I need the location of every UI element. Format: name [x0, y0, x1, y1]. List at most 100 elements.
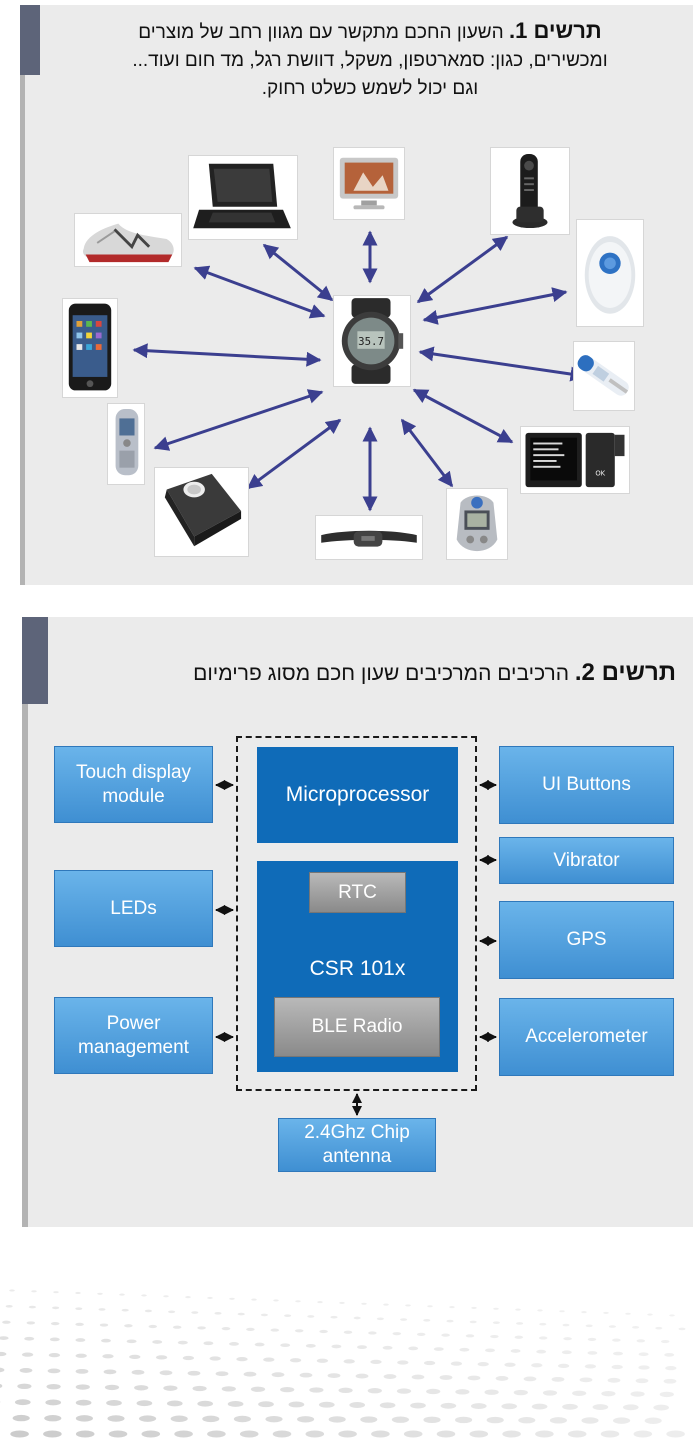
decorative-dot: [678, 1327, 686, 1331]
decorative-dot: [136, 1400, 153, 1407]
decorative-dot: [288, 1401, 305, 1408]
decorative-dot: [465, 1334, 475, 1338]
decorative-dot: [439, 1375, 453, 1380]
decorative-dot: [653, 1404, 670, 1411]
decorative-dot: [5, 1304, 13, 1308]
decorative-dot: [102, 1354, 114, 1359]
decorative-dot: [243, 1371, 257, 1377]
decorative-dot: [318, 1401, 335, 1408]
decorative-dot: [467, 1375, 481, 1381]
csr-101x-label: CSR 101x: [309, 957, 406, 980]
decorative-dot: [655, 1326, 663, 1330]
decorative-dot: [551, 1376, 565, 1382]
decorative-dot: [75, 1353, 87, 1358]
decorative-dot: [141, 1430, 161, 1438]
decorative-dot: [357, 1345, 367, 1349]
decorative-dot: [299, 1372, 313, 1378]
figure2-caption-text: הרכיבים המרכיבים שעון חכם מסוג פרימיום: [193, 662, 575, 685]
decorative-dot: [103, 1369, 117, 1375]
decorative-dot: [237, 1312, 245, 1316]
decorative-dot: [45, 1399, 62, 1406]
decorative-dot: [0, 1367, 5, 1373]
glucose-meter-icon: OK: [520, 426, 630, 494]
decorative-dot: [214, 1312, 222, 1315]
decorative-dot: [504, 1362, 516, 1367]
ui-buttons-block: UI Buttons: [499, 746, 674, 824]
decorative-dot: [469, 1430, 489, 1438]
decorative-dot: [531, 1403, 548, 1410]
decorative-dot: [400, 1318, 408, 1321]
thermometer-icon: [573, 341, 635, 411]
decorative-dot: [215, 1371, 229, 1377]
decorative-dot: [254, 1342, 265, 1347]
decorative-dot: [537, 1309, 543, 1312]
figure2-edge-bar: [22, 704, 28, 1227]
arrow-pedometer: [400, 418, 454, 488]
gps-block: GPS: [499, 901, 674, 979]
decorative-dot: [280, 1343, 291, 1348]
decorative-dot: [367, 1388, 382, 1394]
decorative-dot: [131, 1369, 145, 1375]
decorative-dot: [327, 1373, 341, 1379]
decorative-dot: [572, 1390, 587, 1396]
figure1-edge-bar: [20, 75, 25, 585]
decorative-dot: [305, 1430, 325, 1438]
figure1-accent-bar: [20, 5, 40, 75]
decorative-dot: [423, 1360, 436, 1366]
decorative-dot: [207, 1296, 213, 1299]
decorative-dot: [633, 1430, 653, 1438]
decorative-dot: [28, 1305, 36, 1309]
decorative-dot: [630, 1391, 645, 1397]
laptop-icon: [188, 155, 298, 240]
decorative-dot: [455, 1416, 473, 1424]
decorative-dot: [272, 1430, 292, 1438]
figure1-caption: תרשים 1. השעון החכם מתקשר עם מגוון רחב ש…: [55, 17, 685, 103]
tv-remote-icon: [490, 147, 570, 235]
bathroom-scale-icon: [154, 467, 249, 557]
decorative-dot: [246, 1327, 255, 1331]
decorative-dot: [174, 1430, 193, 1438]
decorative-dot: [317, 1301, 323, 1304]
figure1-caption-line1: תרשים 1. השעון החכם מתקשר עם מגוון רחב ש…: [138, 18, 602, 43]
decorative-dot: [666, 1430, 685, 1438]
decorative-dot: [379, 1402, 396, 1409]
decorative-dot: [260, 1313, 268, 1317]
decorative-dot: [510, 1349, 521, 1353]
arrow-scale: [246, 418, 342, 490]
decorative-dot: [31, 1290, 37, 1293]
decorative-dot: [52, 1306, 60, 1310]
decorative-dot: [12, 1414, 30, 1422]
decorative-dot: [26, 1321, 36, 1325]
decorative-dot: [562, 1403, 578, 1410]
decorative-dot: [21, 1352, 34, 1357]
decorative-dot: [250, 1386, 266, 1392]
decorative-dot: [423, 1416, 441, 1424]
decorative-dot: [515, 1308, 521, 1311]
decorative-dot: [119, 1293, 125, 1296]
decorative-dot: [557, 1363, 570, 1368]
decorative-dot: [53, 1291, 59, 1294]
touch-display-module-block: Touch display module: [54, 746, 213, 823]
decorative-dot: [239, 1430, 259, 1438]
decorative-dot: [75, 1322, 84, 1326]
decorative-dot: [502, 1430, 521, 1438]
decorative-dot: [600, 1430, 620, 1438]
decorative-dot: [411, 1374, 425, 1380]
leds-block: LEDs: [54, 870, 213, 947]
decorative-dot: [355, 1373, 369, 1379]
decorative-dot: [450, 1361, 463, 1366]
chip-antenna-block: 2.4Ghz Chip antenna: [278, 1118, 436, 1172]
decorative-dot: [316, 1358, 329, 1363]
decorative-dot: [2, 1320, 11, 1324]
decorative-dot: [263, 1357, 275, 1362]
decorative-dot: [192, 1385, 207, 1392]
decorative-dot: [50, 1322, 60, 1326]
svg-text:35.7: 35.7: [358, 335, 384, 348]
decorative-dot: [433, 1347, 444, 1351]
decorative-dot: [426, 1388, 441, 1395]
decorative-dot: [549, 1417, 567, 1424]
decorative-dot: [14, 1399, 31, 1406]
decorative-dot: [471, 1306, 477, 1309]
decorative-dot: [270, 1328, 280, 1332]
decorative-dot: [280, 1386, 295, 1393]
